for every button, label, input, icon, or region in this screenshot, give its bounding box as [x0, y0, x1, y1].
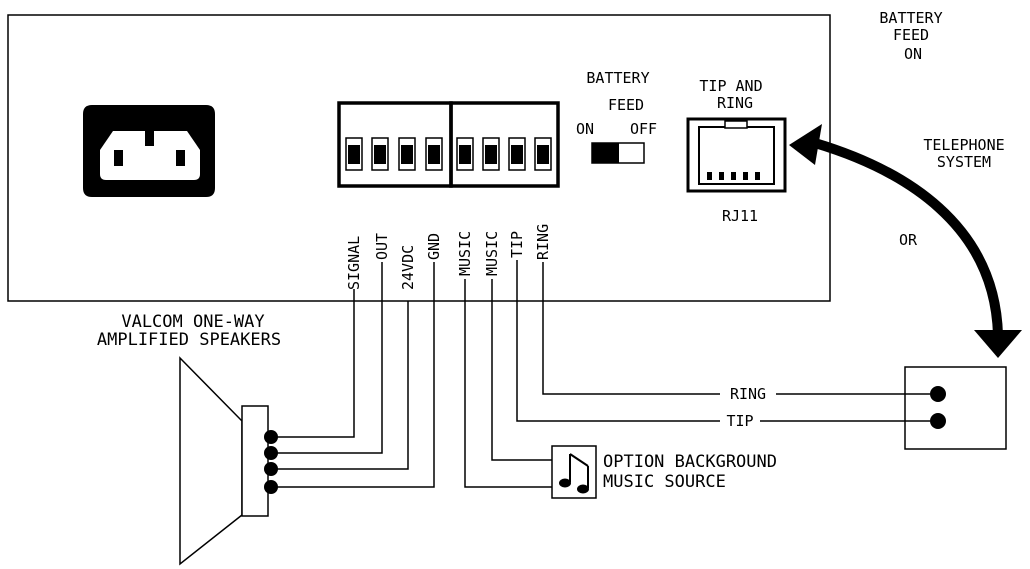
music-source-label-1: OPTION BACKGROUND — [603, 452, 777, 472]
terminal-label-music-1: MUSIC — [456, 231, 474, 276]
terminal-screw-head — [537, 145, 549, 164]
switch-on-label: ON — [576, 120, 594, 138]
terminal-label-out: OUT — [373, 233, 391, 260]
unit-panel — [7, 14, 831, 302]
battery-feed-top-1: BATTERY — [879, 9, 942, 27]
tip-label-bg — [720, 413, 760, 429]
battery-feed-switch[interactable]: BATTERY FEED ON OFF — [576, 69, 657, 164]
switch-slider[interactable] — [592, 143, 619, 163]
terminal-wires — [276, 260, 930, 488]
terminal-screw-head — [459, 145, 471, 164]
music-note-icon — [551, 445, 597, 499]
battery-feed-title-2: FEED — [608, 96, 644, 114]
battery-feed-top-2: FEED — [893, 26, 929, 44]
battery-feed-top-3: ON — [904, 45, 922, 63]
battery-feed-title-1: BATTERY — [586, 69, 649, 87]
telephone-system-label-1: TELEPHONE — [923, 136, 1004, 154]
terminal-screw-head — [401, 145, 413, 164]
wall-jack-box — [904, 366, 1007, 450]
terminal-label-signal: SIGNAL — [345, 236, 363, 290]
terminal-label-gnd: GND — [425, 233, 443, 260]
terminal-label-tip: TIP — [508, 231, 526, 258]
or-label: OR — [899, 231, 918, 249]
speaker-icon — [179, 356, 278, 566]
ring-line-label: RING — [730, 385, 766, 403]
rj11-jack-icon[interactable]: TIP AND RING RJ11 — [686, 77, 787, 225]
jack-model-label: RJ11 — [722, 207, 758, 225]
switch-off-label: OFF — [630, 120, 657, 138]
terminal-label-24vdc: 24VDC — [399, 245, 417, 290]
terminal-screw-head — [428, 145, 440, 164]
terminal-labels: SIGNAL OUT 24VDC GND MUSIC MUSIC TIP RIN… — [345, 224, 552, 290]
terminal-label-ring: RING — [534, 224, 552, 260]
ring-label-bg — [720, 386, 776, 402]
terminal-screw-head — [348, 145, 360, 164]
terminal-screw-head — [511, 145, 523, 164]
double-arrow-icon — [789, 124, 1022, 358]
terminal-block — [337, 101, 560, 188]
power-inlet-icon — [83, 105, 215, 197]
music-source-label-2: MUSIC SOURCE — [603, 472, 726, 492]
jack-title-1: TIP AND — [699, 77, 762, 95]
tip-line-label: TIP — [726, 412, 753, 430]
telephone-system-label-2: SYSTEM — [937, 153, 991, 171]
speakers-label-2: AMPLIFIED SPEAKERS — [97, 330, 281, 350]
speakers-label-1: VALCOM ONE-WAY — [121, 312, 264, 332]
jack-title-2: RING — [717, 94, 753, 112]
terminal-label-music-2: MUSIC — [483, 231, 501, 276]
terminal-screw-head — [374, 145, 386, 164]
terminal-screw-head — [485, 145, 497, 164]
